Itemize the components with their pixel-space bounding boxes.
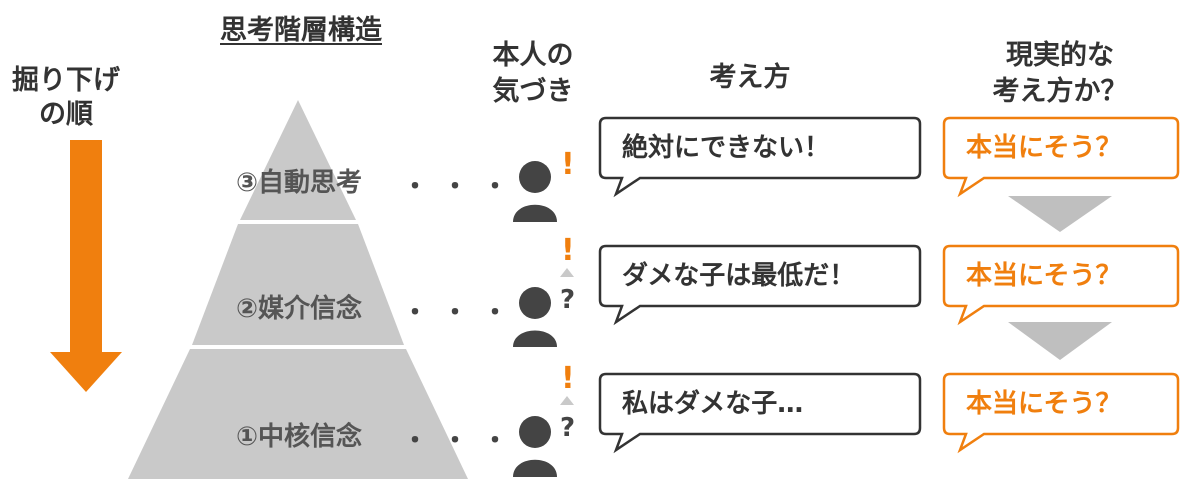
triangle-down-icon xyxy=(1008,322,1112,360)
drill-down-label-line2: の順 xyxy=(39,99,93,130)
awareness-mark-exclamation: ! xyxy=(561,361,575,396)
realistic-header: 現実的な 考え方か？ xyxy=(960,38,1160,110)
thought-text: 私はダメな子… xyxy=(622,389,804,419)
level-label-core-belief: ①中核信念 xyxy=(235,422,362,452)
thought-bubble xyxy=(598,116,922,198)
triangle-down-icon xyxy=(1008,196,1112,232)
thought-text: 絶対にできない！ xyxy=(622,133,831,163)
connector-dots: ・・・ xyxy=(402,298,523,328)
triangle-up-icon xyxy=(560,268,574,277)
realistic-header-line1: 現実的な xyxy=(1006,40,1114,71)
challenge-text: 本当にそう？ xyxy=(966,389,1122,419)
drill-down-label-line1: 掘り下げ xyxy=(12,65,120,96)
realistic-header-line2: 考え方か？ xyxy=(992,76,1128,107)
challenge-bubble xyxy=(942,372,1180,454)
awareness-header: 本人の 気づき xyxy=(478,38,588,110)
pyramid-level-2 xyxy=(192,224,404,345)
pyramid-level-3 xyxy=(240,100,356,220)
level-label-intermediate-belief: ②媒介信念 xyxy=(235,294,362,324)
awareness-mark-exclamation: ! xyxy=(561,147,575,182)
awareness-header-line2: 気づき xyxy=(492,76,574,107)
arrow-down-icon xyxy=(50,140,122,392)
challenge-bubble xyxy=(942,244,1180,326)
drill-down-order-label: 掘り下げ の順 xyxy=(0,64,132,132)
person-icon xyxy=(513,416,557,477)
level-label-automatic-thought: ③自動思考 xyxy=(235,168,362,198)
thought-bubble xyxy=(598,244,922,326)
pyramid xyxy=(128,100,468,479)
thought-text: ダメな子は最低だ！ xyxy=(622,261,856,291)
person-icon xyxy=(513,287,557,347)
challenge-text: 本当にそう？ xyxy=(966,133,1122,163)
thinking-header: 考え方 xyxy=(709,62,791,93)
person-icon xyxy=(513,161,557,222)
awareness-header-line1: 本人の xyxy=(492,40,574,71)
triangle-up-icon xyxy=(560,396,574,405)
connector-dots: ・・・ xyxy=(402,172,523,202)
awareness-mark-exclamation: ! xyxy=(561,233,575,268)
challenge-text: 本当にそう？ xyxy=(966,261,1122,291)
pyramid-level-1 xyxy=(128,349,468,479)
awareness-mark-question: ? xyxy=(560,285,576,315)
pyramid-title: 思考階層構造 xyxy=(220,15,382,46)
thought-bubble xyxy=(598,372,922,454)
awareness-mark-question: ? xyxy=(560,413,576,443)
challenge-bubble xyxy=(942,116,1180,198)
connector-dots: ・・・ xyxy=(402,426,523,456)
